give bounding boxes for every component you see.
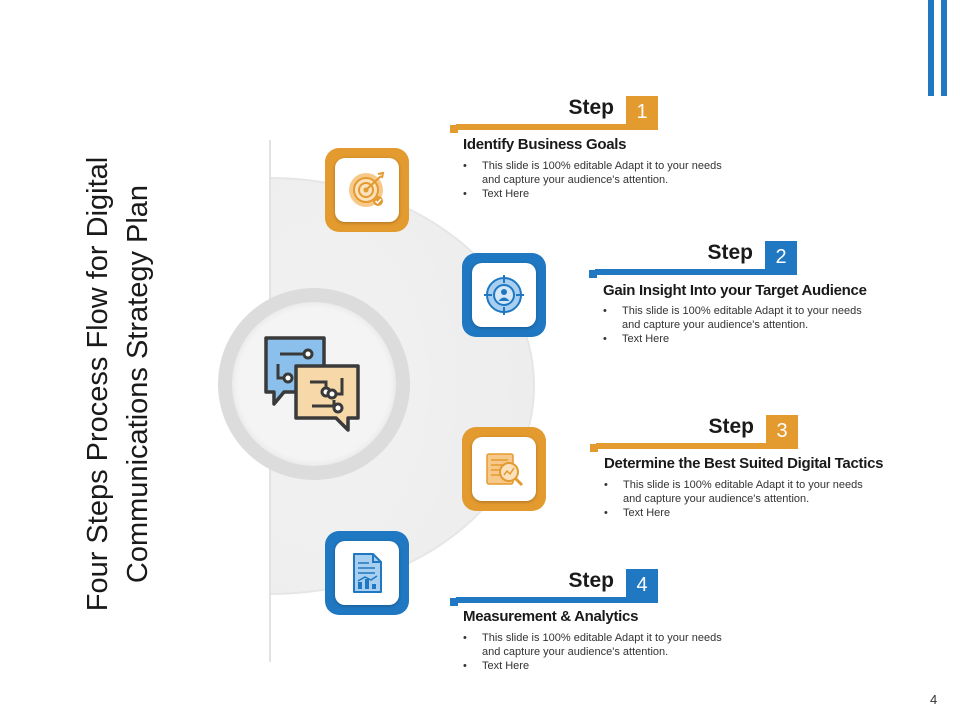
step-1-bullet-2: Text Here — [463, 187, 733, 201]
step-2-tile — [462, 253, 546, 337]
step-3-word: Step — [708, 415, 754, 438]
step-3-title: Determine the Best Suited Digital Tactic… — [604, 455, 884, 472]
step-3-tick — [590, 444, 598, 452]
step-2-bullets: This slide is 100% editable Adapt it to … — [603, 304, 873, 346]
step-3-bullets: This slide is 100% editable Adapt it to … — [604, 478, 874, 520]
tactics-analysis-icon — [486, 453, 524, 487]
step-1-bullet-1: This slide is 100% editable Adapt it to … — [463, 159, 733, 187]
report-chart-icon — [353, 553, 382, 593]
step-4-bullet-1: This slide is 100% editable Adapt it to … — [463, 631, 733, 659]
step-1-word: Step — [568, 96, 614, 119]
step-4-word: Step — [568, 569, 614, 592]
audience-target-icon — [484, 275, 524, 315]
page-number: 4 — [930, 692, 938, 707]
step-1-underline — [456, 124, 658, 130]
step-1-bullets: This slide is 100% editable Adapt it to … — [463, 159, 733, 201]
step-4-bullet-2: Text Here — [463, 659, 733, 673]
step-3-tile — [462, 427, 546, 511]
step-1-number: 1 — [626, 96, 658, 128]
step-3-bullet-1: This slide is 100% editable Adapt it to … — [604, 478, 874, 506]
step-3-number: 3 — [766, 415, 798, 447]
step-2-tick — [589, 270, 597, 278]
step-3-underline — [596, 443, 798, 449]
step-1-tile — [325, 148, 409, 232]
step-3-bullet-2: Text Here — [604, 506, 874, 520]
step-1-title: Identify Business Goals — [463, 136, 627, 153]
chat-circuit-icon — [264, 336, 360, 432]
step-4-bullets: This slide is 100% editable Adapt it to … — [463, 631, 733, 673]
step-2-bullet-2: Text Here — [603, 332, 873, 346]
step-4-number: 4 — [626, 569, 658, 601]
target-icon — [349, 171, 385, 207]
step-2-underline — [595, 269, 797, 275]
step-4-tile — [325, 531, 409, 615]
step-2-word: Step — [707, 241, 753, 264]
step-1-tick — [450, 125, 458, 133]
step-2-number: 2 — [765, 241, 797, 273]
decor-bar-right — [941, 0, 947, 96]
step-4-title: Measurement & Analytics — [463, 608, 639, 625]
step-4-underline — [456, 597, 658, 603]
step-2-bullet-1: This slide is 100% editable Adapt it to … — [603, 304, 873, 332]
decor-bar-left — [928, 0, 934, 96]
step-2-title: Gain Insight Into your Target Audience — [603, 282, 867, 299]
center-circle — [232, 302, 396, 466]
step-4-tick — [450, 598, 458, 606]
